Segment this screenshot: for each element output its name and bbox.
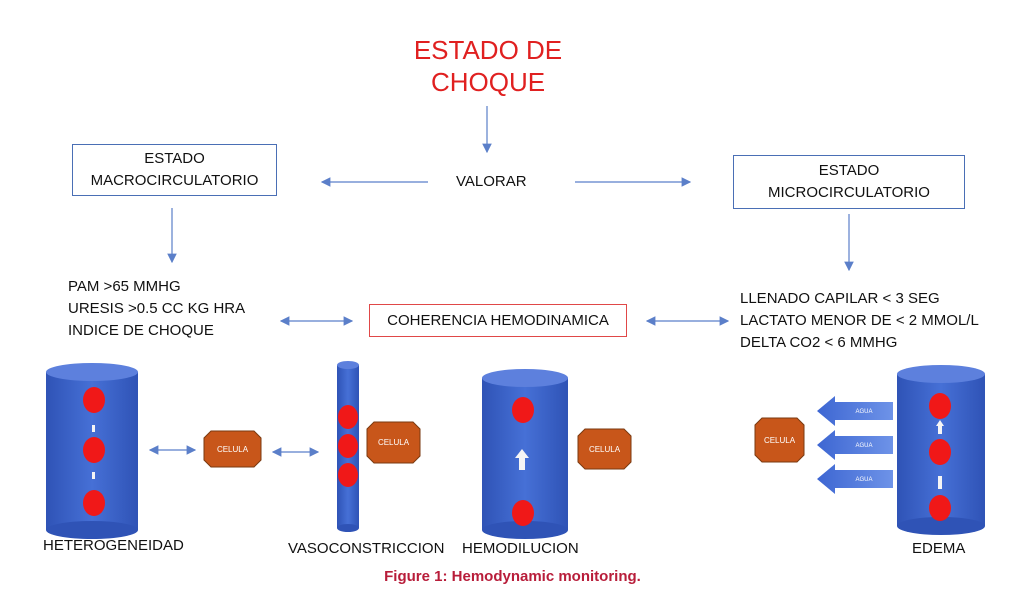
edema-arrow-1-text: AGUA (855, 409, 872, 415)
cell-3-label: CELULA (589, 445, 621, 454)
title-line-2: CHOQUE (430, 67, 546, 97)
micro-criteria-list: LLENADO CAPILAR < 3 SEG LACTATO MENOR DE… (740, 288, 979, 354)
heterogeneity-label: HETEROGENEIDAD (43, 537, 184, 554)
macro-criterion: URESIS >0.5 CC KG HRA (68, 300, 246, 317)
rbc (512, 397, 534, 423)
valorar-label: VALORAR (456, 173, 527, 190)
rbc (929, 439, 951, 465)
rbc (83, 437, 105, 463)
rbc (83, 490, 105, 516)
hemodilution-label: HEMODILUCION (462, 540, 579, 557)
macro-box-line-1: ESTADO (144, 150, 205, 167)
macro-box-line-2: MACROCIRCULATORIO (90, 172, 259, 189)
edema-water-arrow-1 (817, 396, 893, 426)
cell-2-label: CELULA (378, 438, 410, 447)
vasoconstriction-label: VASOCONSTRICCION (288, 540, 445, 557)
cell-4-label: CELULA (764, 436, 796, 445)
figure-caption: Figure 1: Hemodynamic monitoring. (384, 568, 641, 585)
micro-box-line-2: MICROCIRCULATORIO (768, 184, 930, 201)
edema-water-arrow-2 (817, 430, 893, 460)
hemodilution-vessel (482, 369, 568, 539)
cell-2 (366, 421, 421, 464)
title-line-1: ESTADO DE (413, 35, 563, 65)
rbc (512, 500, 534, 526)
heterogeneity-vessel (46, 363, 138, 539)
macro-state-box: ESTADO MACROCIRCULATORIO (72, 144, 277, 196)
cell-4 (754, 417, 805, 463)
edema-vessel (897, 365, 985, 535)
rbc (929, 495, 951, 521)
edema-arrow-2-text: AGUA (855, 443, 872, 449)
rbc (338, 463, 358, 487)
cell-1 (203, 430, 262, 468)
edema-label: EDEMA (912, 540, 966, 557)
edema-water-arrow-3 (817, 464, 893, 494)
rbc (338, 405, 358, 429)
rbc (83, 387, 105, 413)
edema-arrow-3-text: AGUA (855, 477, 872, 483)
macro-criterion: INDICE DE CHOQUE (68, 322, 214, 339)
vasoconstriction-vessel (337, 361, 359, 532)
macro-criteria-list: PAM >65 MMHG URESIS >0.5 CC KG HRA INDIC… (68, 276, 245, 342)
micro-criterion: LLENADO CAPILAR < 3 SEG (740, 290, 940, 307)
rbc (929, 393, 951, 419)
micro-state-box: ESTADO MICROCIRCULATORIO (733, 155, 965, 209)
macro-criterion: PAM >65 MMHG (68, 278, 181, 295)
micro-box-line-1: ESTADO (818, 162, 880, 179)
micro-criterion: DELTA CO2 < 6 MMHG (740, 334, 898, 351)
cell-3 (577, 428, 632, 470)
rbc (338, 434, 358, 458)
coherence-label: COHERENCIA HEMODINAMICA (387, 312, 609, 329)
micro-criterion: LACTATO MENOR DE < 2 MMOL/L (740, 312, 979, 329)
coherence-box: COHERENCIA HEMODINAMICA (369, 304, 627, 337)
diagram-title: ESTADO DE CHOQUE (388, 34, 588, 98)
cell-1-label: CELULA (217, 445, 249, 454)
